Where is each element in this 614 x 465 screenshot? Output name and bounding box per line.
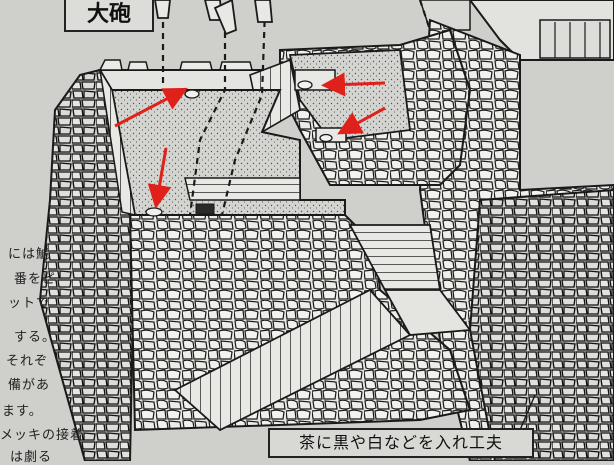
side-text-line: 備があ <box>8 378 51 393</box>
arrow-4 <box>337 106 386 135</box>
arrow-3 <box>321 72 386 97</box>
front-staircase <box>173 224 472 432</box>
side-text-line: には鯱 <box>8 247 51 262</box>
arrow-1 <box>114 87 188 128</box>
annotation-arrows <box>114 72 386 209</box>
side-text-line: する。 <box>14 330 57 345</box>
caption-box: 茶に黒や白などを入れ工夫 <box>268 428 534 458</box>
title-label: 大砲 <box>64 0 154 32</box>
side-text-line: それぞ <box>6 354 49 369</box>
side-text-line: ットで <box>8 296 51 311</box>
arrow-2 <box>147 147 172 209</box>
side-text-line: 番をピ <box>14 272 57 287</box>
castle-tower <box>419 0 614 61</box>
side-text-line: ます。 <box>2 404 43 419</box>
right-stone-wall <box>418 18 614 461</box>
side-text-line: は劇る <box>10 450 53 465</box>
side-text-line: メッキの接着 <box>0 428 85 443</box>
cannon-icons <box>154 0 273 36</box>
